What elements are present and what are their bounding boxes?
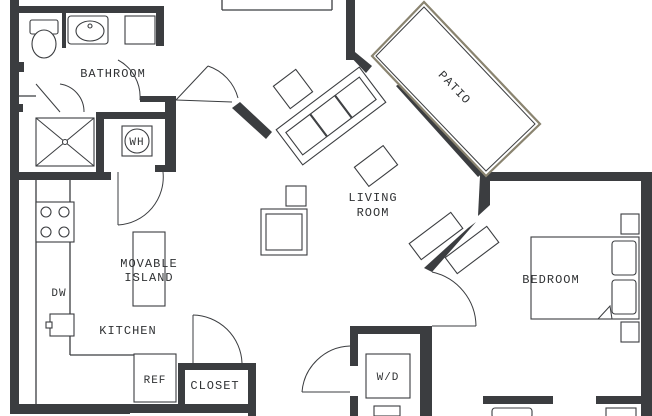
refrigerator-label: REF xyxy=(144,375,167,387)
pillow xyxy=(611,240,637,276)
faucet-icon xyxy=(45,321,53,329)
bedroom-left-wall xyxy=(420,326,432,416)
bedroom-label: BEDROOM xyxy=(522,273,579,287)
closet-bottom-wall xyxy=(178,404,256,413)
water-heater-closet: WH xyxy=(121,125,153,157)
island-label-line2: ISLAND xyxy=(124,271,173,285)
washer-dryer-closet: W/D xyxy=(365,353,411,416)
bedroom-right-wall xyxy=(641,172,652,416)
washer-dryer xyxy=(365,353,411,399)
closet-door-swing xyxy=(192,314,243,364)
media-console xyxy=(408,211,464,261)
closet-left-wall xyxy=(178,363,185,413)
nightstand xyxy=(620,321,640,343)
bedroom-door-swing xyxy=(431,271,477,327)
ref-bottom-wall xyxy=(120,404,184,413)
closet2-top-wall xyxy=(596,396,652,404)
linen-cabinet xyxy=(124,15,156,45)
faucet-icon xyxy=(87,23,93,29)
water-heater-tank xyxy=(124,128,150,154)
bathroom-fixtures xyxy=(29,15,156,167)
walls xyxy=(10,0,652,416)
bedroom-furniture: BEDROOM xyxy=(522,213,640,343)
side-table xyxy=(272,68,314,110)
wh-left-wall xyxy=(96,112,104,180)
closet-right-wall xyxy=(248,363,256,416)
pillow xyxy=(611,279,637,315)
bath2-fixtures xyxy=(491,407,637,416)
accent-table xyxy=(285,185,307,207)
wd-lower-wall xyxy=(350,396,358,416)
island-label-line1: MOVABLE xyxy=(120,257,177,271)
bath-door-swing xyxy=(117,59,141,101)
wd-top-wall xyxy=(350,326,432,334)
kitchen-fixtures: DW MOVABLE ISLAND KITCHEN REF xyxy=(35,201,177,403)
living-top-wall xyxy=(346,0,355,60)
cooktop xyxy=(35,201,75,243)
kitchen-sink xyxy=(49,313,75,337)
dishwasher-label: DW xyxy=(51,288,66,300)
bathroom-label: BATHROOM xyxy=(80,67,146,81)
shower-drain-icon xyxy=(61,138,69,146)
sink-bowl xyxy=(75,20,105,42)
dresser xyxy=(444,225,500,275)
living-label-line2: ROOM xyxy=(357,206,390,220)
bath-door-stub xyxy=(140,96,176,102)
living-furniture: LIVING ROOM xyxy=(260,66,500,275)
wh-door-swing xyxy=(117,171,164,226)
closet-label: CLOSET xyxy=(190,379,239,393)
closet-top-wall xyxy=(178,363,256,370)
tub-edge xyxy=(491,407,533,416)
bottom-wall-left xyxy=(10,404,130,414)
bathroom-right-wall-upper xyxy=(156,6,164,46)
nightstand xyxy=(620,213,640,235)
wh-bottom-wall xyxy=(155,165,176,172)
toilet-bowl xyxy=(31,29,57,59)
living-left-diagonal xyxy=(232,102,272,139)
vanity-divider xyxy=(62,13,66,48)
bedroom-corner-wall xyxy=(478,176,490,216)
bedroom-diagonal-wall xyxy=(424,222,476,272)
washer-dryer-label: W/D xyxy=(377,372,400,384)
closet2-shelf xyxy=(605,407,637,416)
wd-left-wall xyxy=(350,326,358,366)
entry-door-swing xyxy=(207,65,239,99)
coffee-table xyxy=(353,144,399,188)
wh-right-wall xyxy=(165,96,176,172)
living-jog-wall xyxy=(346,52,372,73)
movable-island xyxy=(132,231,166,307)
kitchen-label: KITCHEN xyxy=(99,324,156,338)
bath2-top-wall xyxy=(483,396,553,404)
linework xyxy=(19,0,612,404)
water-heater-label: WH xyxy=(129,137,144,149)
wd-door-swing xyxy=(301,345,351,393)
left-exterior-wall xyxy=(10,0,19,414)
wh-top-wall xyxy=(96,112,176,119)
refrigerator xyxy=(133,353,177,403)
bathroom-bottom-wall xyxy=(19,172,111,180)
living-label-line1: LIVING xyxy=(348,191,397,205)
patio-area xyxy=(370,0,542,178)
bathroom-top-wall xyxy=(19,6,164,13)
